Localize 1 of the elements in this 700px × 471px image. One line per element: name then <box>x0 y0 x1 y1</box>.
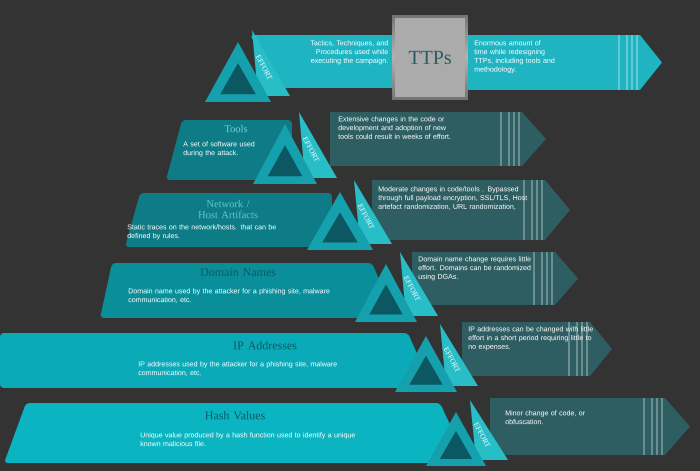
title-box: TTPs <box>395 18 465 97</box>
